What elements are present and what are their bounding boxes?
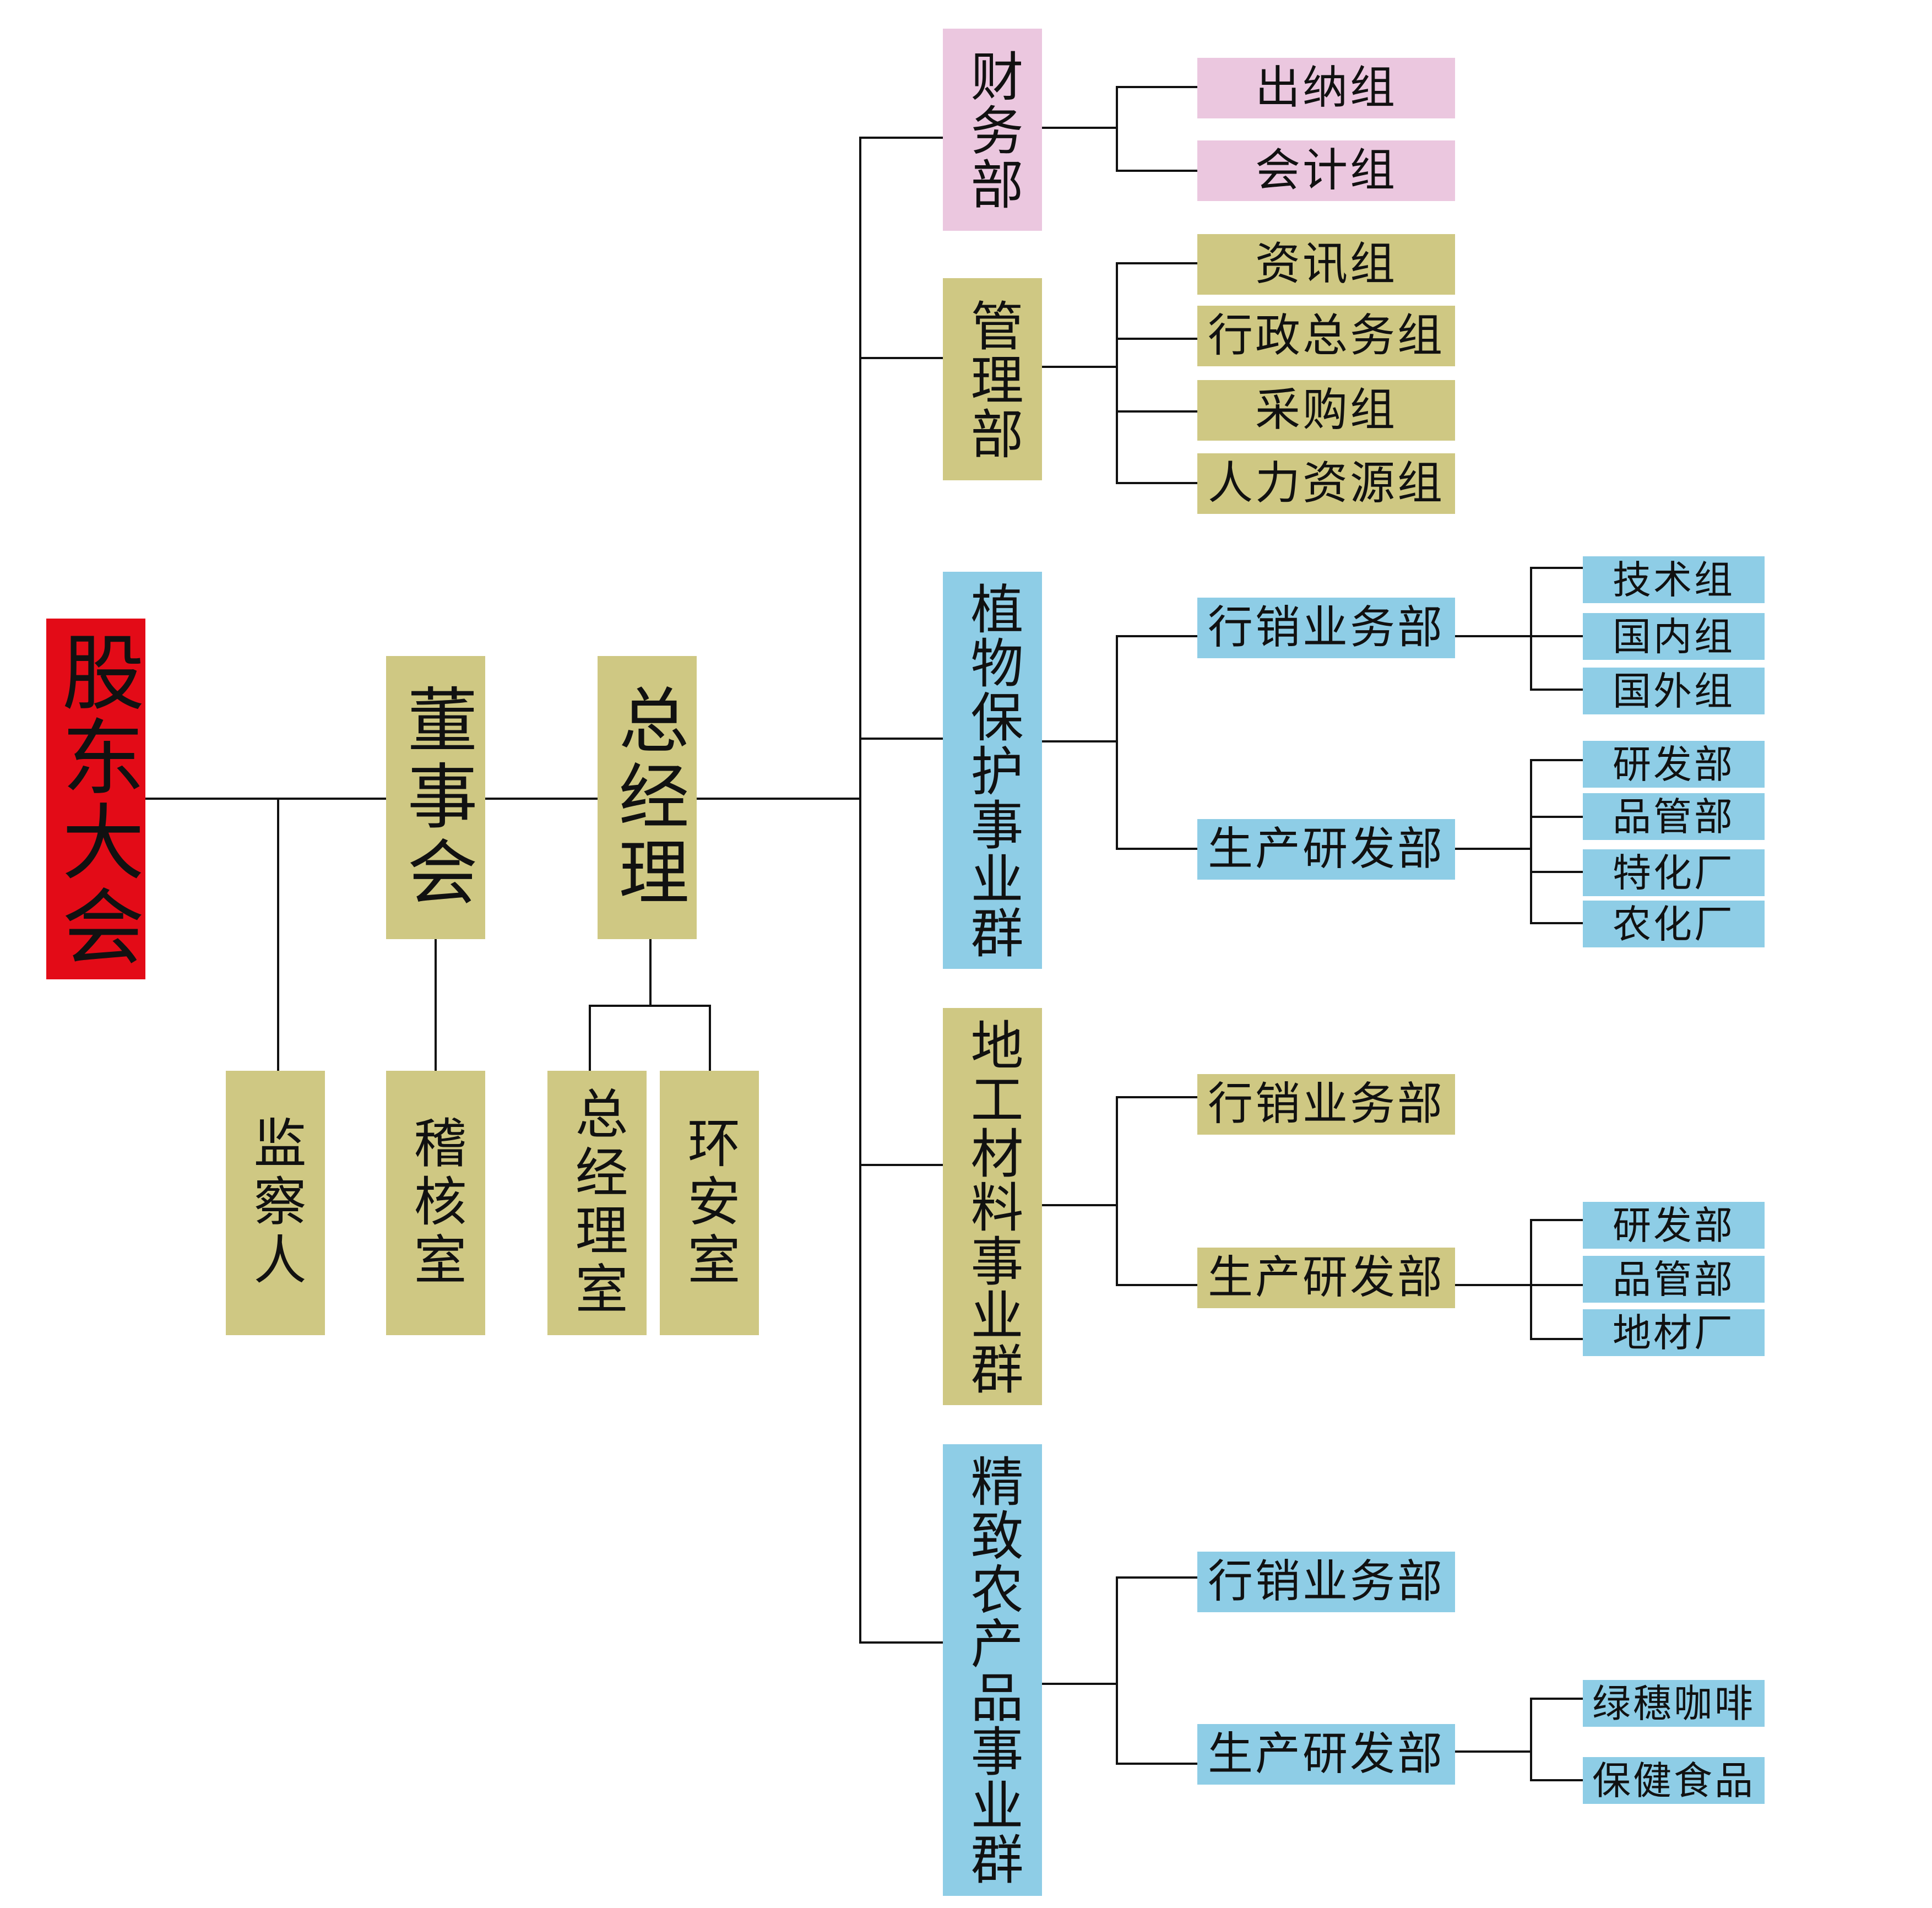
node-pp-tech-group: 技术组: [1583, 556, 1765, 603]
node-board: 董事会: [386, 656, 485, 939]
node-plant-protection-group: 植物保护事业群: [943, 572, 1042, 969]
node-accounting-group: 会计组: [1197, 140, 1455, 201]
node-fa-production-rd-dept: 生产研发部: [1197, 1724, 1455, 1785]
node-gmat-qc-unit: 品管部: [1583, 1256, 1765, 1303]
node-gmat-rd-unit: 研发部: [1583, 1202, 1765, 1249]
node-hr-group: 人力资源组: [1197, 453, 1455, 514]
node-gm-office: 总经理室: [547, 1071, 647, 1335]
node-shareholders-meeting: 股东大会: [46, 619, 145, 979]
node-fa-health-food-unit: 保健食品: [1583, 1757, 1765, 1804]
node-env-safety-office: 环安室: [660, 1071, 759, 1335]
node-pp-domestic-group: 国内组: [1583, 613, 1765, 660]
node-finance-dept: 财务部: [943, 29, 1042, 231]
node-audit-office: 稽核室: [386, 1071, 485, 1335]
node-admin-affairs-group: 行政总务组: [1197, 306, 1455, 366]
node-it-group: 资讯组: [1197, 234, 1455, 295]
node-fa-sales-dept: 行销业务部: [1197, 1552, 1455, 1612]
node-fine-agri-group: 精致农产品事业群: [943, 1444, 1042, 1896]
node-pp-overseas-group: 国外组: [1583, 668, 1765, 714]
node-cashier-group: 出纳组: [1197, 58, 1455, 118]
node-ground-materials-group: 地工材料事业群: [943, 1008, 1042, 1405]
node-pp-qc-unit: 品管部: [1583, 793, 1765, 840]
node-gmat-plant: 地材厂: [1583, 1309, 1765, 1356]
node-pp-production-rd-dept: 生产研发部: [1197, 819, 1455, 880]
node-gm-sales-dept: 行销业务部: [1197, 1074, 1455, 1135]
node-general-manager: 总经理: [598, 656, 697, 939]
node-pp-rd-unit: 研发部: [1583, 741, 1765, 788]
node-supervisor: 监察人: [226, 1071, 325, 1335]
node-pp-sales-dept: 行销业务部: [1197, 598, 1455, 658]
node-gm-production-rd-dept: 生产研发部: [1197, 1248, 1455, 1308]
node-pp-agrochem-plant: 农化厂: [1583, 901, 1765, 947]
node-purchasing-group: 采购组: [1197, 380, 1455, 441]
node-fa-coffee-unit: 绿穗咖啡: [1583, 1680, 1765, 1727]
node-pp-specialty-chem-plant: 特化厂: [1583, 849, 1765, 896]
node-management-dept: 管理部: [943, 278, 1042, 480]
